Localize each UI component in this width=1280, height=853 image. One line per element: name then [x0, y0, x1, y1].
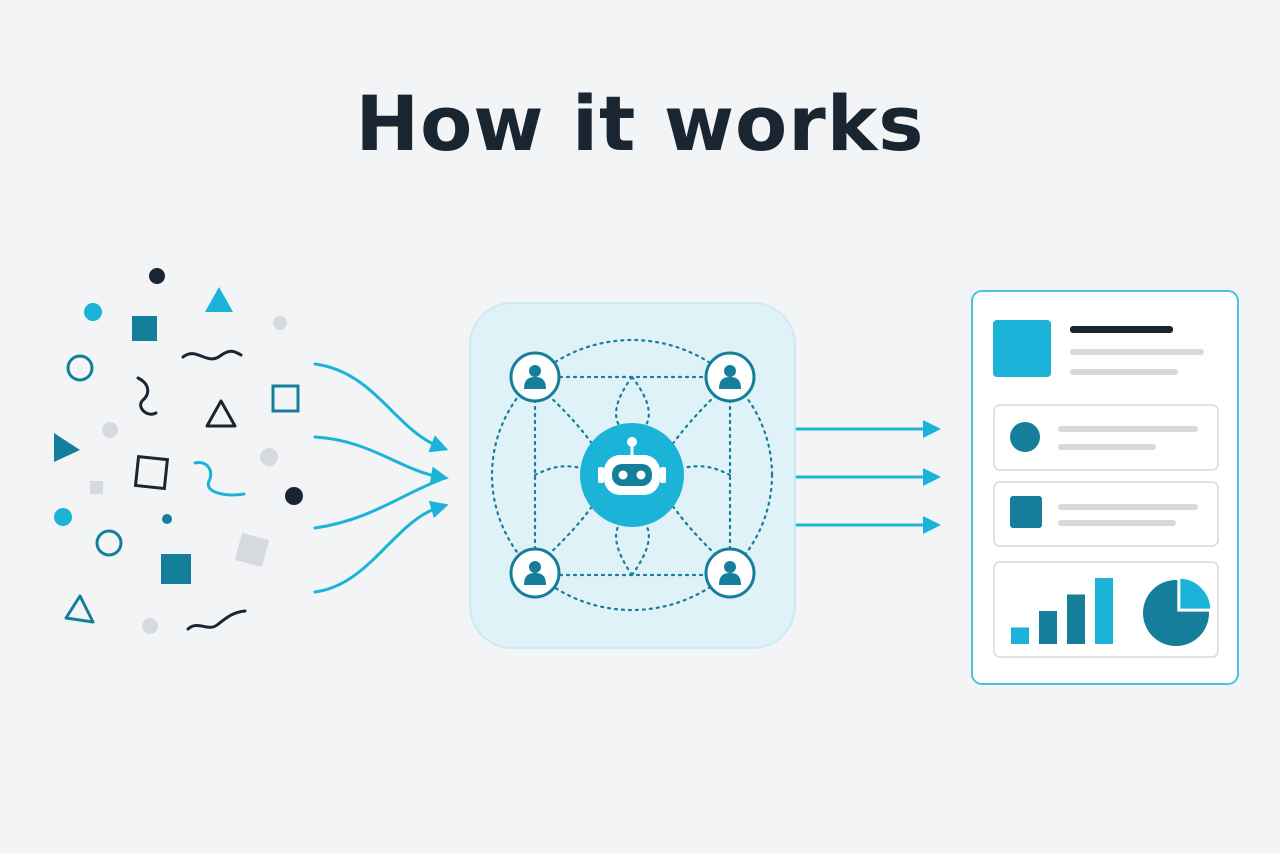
ring-shape: [95, 529, 123, 557]
report-row: [993, 481, 1219, 547]
row-square-icon: [1010, 496, 1042, 528]
raw-data-cluster: [54, 268, 303, 634]
input-arrow: [313, 362, 449, 453]
square-shape: [161, 554, 191, 584]
report-header: [993, 320, 1204, 377]
row-text-line: [1058, 520, 1176, 526]
header-text-line: [1070, 349, 1204, 355]
user-node: [704, 351, 756, 403]
dot-shape: [142, 618, 158, 634]
dot-shape: [54, 508, 72, 526]
user-node: [509, 351, 561, 403]
square-shape: [234, 532, 270, 568]
input-arrow: [313, 500, 449, 594]
report-row: [993, 404, 1219, 471]
pie-chart-icon: [1143, 575, 1214, 646]
input-arrows: [313, 362, 449, 594]
bar-chart-icon: [1011, 578, 1113, 644]
output-arrows: [795, 420, 941, 534]
input-arrow: [313, 478, 442, 530]
processing-hub: [469, 302, 796, 649]
row-text-line: [1058, 444, 1156, 450]
dot-shape: [273, 316, 287, 330]
header-title-line: [1070, 326, 1173, 333]
bar-mark: [1039, 611, 1057, 644]
bar-mark: [1067, 594, 1085, 644]
robot-node: [580, 423, 684, 527]
user-icon: [524, 561, 546, 585]
user-icon: [524, 365, 546, 389]
row-text-line: [1058, 504, 1198, 510]
dot-shape: [149, 268, 165, 284]
input-arrow: [313, 435, 449, 485]
user-node: [509, 547, 561, 599]
squiggle-shape: [186, 609, 247, 631]
pie-slice-highlight: [1177, 575, 1214, 612]
dot-shape: [162, 514, 172, 524]
dot-shape: [285, 487, 303, 505]
square-shape: [132, 316, 157, 341]
triangle-outline-shape: [205, 399, 237, 428]
header-thumbnail: [993, 320, 1051, 377]
bar-mark: [1011, 627, 1029, 644]
user-icon: [719, 365, 741, 389]
triangle-outline-shape: [64, 594, 95, 624]
ring-shape: [66, 354, 94, 382]
dot-shape: [84, 303, 102, 321]
triangle-shape: [205, 287, 233, 312]
triangle-shape: [54, 433, 80, 462]
dot-shape: [102, 422, 118, 438]
row-text-line: [1058, 426, 1198, 432]
row-card: [993, 481, 1219, 547]
row-card: [993, 404, 1219, 471]
dot-shape: [260, 448, 278, 466]
report-chart-panel: [993, 561, 1219, 658]
header-text-line: [1070, 369, 1178, 375]
page-title: How it works: [355, 79, 925, 168]
user-icon: [719, 561, 741, 585]
robot-icon: [598, 437, 666, 495]
output-report: [971, 290, 1239, 685]
row-circle-icon: [1010, 422, 1040, 452]
bar-mark: [1095, 578, 1113, 644]
square-outline-shape: [133, 454, 170, 491]
squiggle-shape: [136, 376, 158, 416]
user-node: [704, 547, 756, 599]
squiggle-shape: [193, 461, 246, 497]
square-shape: [90, 481, 103, 494]
square-outline-shape: [271, 384, 300, 413]
squiggle-shape: [181, 349, 243, 361]
